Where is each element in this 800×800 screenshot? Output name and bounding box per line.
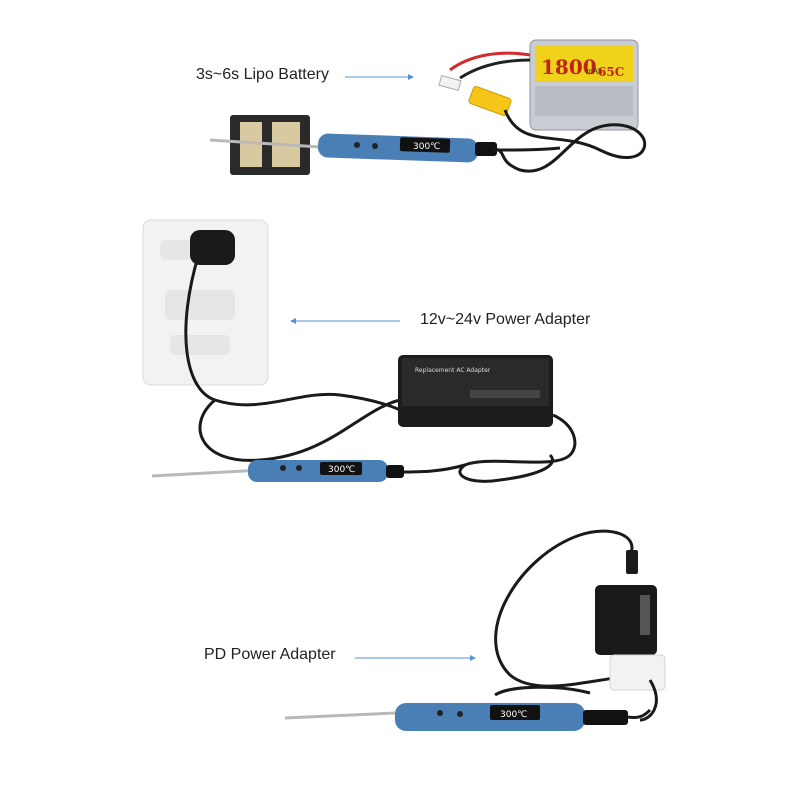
iron-3-display: 300℃ <box>500 710 527 720</box>
label-pd-adapter: PD Power Adapter <box>204 646 336 663</box>
section-lipo-battery: 1800 mAh 65C 300℃ <box>0 0 800 200</box>
label-power-adapter: 12v~24v Power Adapter <box>420 311 591 328</box>
pd-scene: 300℃ <box>284 529 666 731</box>
soldering-iron-3: 300℃ <box>395 703 628 731</box>
lipo-scene: 1800 mAh 65C 300℃ <box>209 39 647 175</box>
soldering-iron-1: 300℃ <box>317 133 497 163</box>
section-pd-adapter: 300℃ PD Power Adapter <box>0 515 800 800</box>
soldering-iron-2: 300℃ <box>248 460 404 482</box>
battery-unit-text: mAh <box>586 67 602 76</box>
wall-plug <box>190 230 235 265</box>
ac-adapter-brick: Replacement AC Adapter <box>398 355 553 427</box>
xt60-connector <box>468 86 512 116</box>
iron-2-display: 300℃ <box>328 465 355 475</box>
pd-adapter <box>595 585 666 691</box>
adapter-scene: Replacement AC Adapter 300℃ <box>142 219 577 483</box>
section-power-adapter: Replacement AC Adapter 300℃ 12v~24v Powe… <box>0 210 800 510</box>
adapter-title-text: Replacement AC Adapter <box>415 367 491 374</box>
battery-rating-text: 65C <box>598 65 624 79</box>
label-lipo-battery: 3s~6s Lipo Battery <box>196 66 329 83</box>
lipo-battery-pack: 1800 mAh 65C <box>529 39 639 131</box>
battery-capacity-text: 1800 <box>541 55 597 79</box>
iron-1-display: 300℃ <box>413 142 440 152</box>
